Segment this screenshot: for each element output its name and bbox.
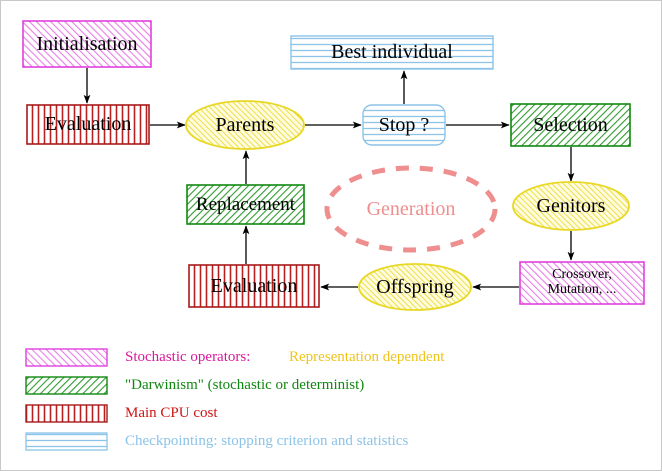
generation-ellipse (324, 165, 498, 253)
node-offspring[interactable] (358, 263, 472, 311)
node-replacement[interactable] (186, 184, 305, 225)
edge-layer (83, 68, 575, 291)
legend-swatch-cpu (25, 404, 108, 423)
node-stop[interactable] (362, 104, 446, 146)
legend-swatch-darwinism (25, 376, 108, 395)
legend-swatch-stochastic (25, 348, 108, 367)
node-evaluation-top[interactable] (26, 104, 150, 145)
node-evaluation-bottom[interactable] (188, 264, 320, 308)
legend-swatch-checkpoint (25, 432, 108, 451)
node-genitors[interactable] (512, 181, 630, 231)
node-parents[interactable] (185, 100, 305, 150)
legend-label-cpu: Main CPU cost (125, 405, 218, 421)
legend-label-darwinism: "Darwinism" (stochastic or determinist) (125, 377, 365, 393)
node-selection[interactable] (510, 103, 631, 147)
legend-label-stochastic-detail: Representation dependent (289, 349, 445, 365)
legend-label-checkpoint: Checkpointing: stopping criterion and st… (125, 433, 409, 449)
node-initialisation[interactable] (22, 20, 152, 68)
node-best-individual[interactable] (290, 35, 494, 70)
legend-label-stochastic: Stochastic operators: (125, 349, 251, 365)
node-crossover[interactable] (519, 261, 645, 305)
legend-swatches (25, 348, 108, 451)
